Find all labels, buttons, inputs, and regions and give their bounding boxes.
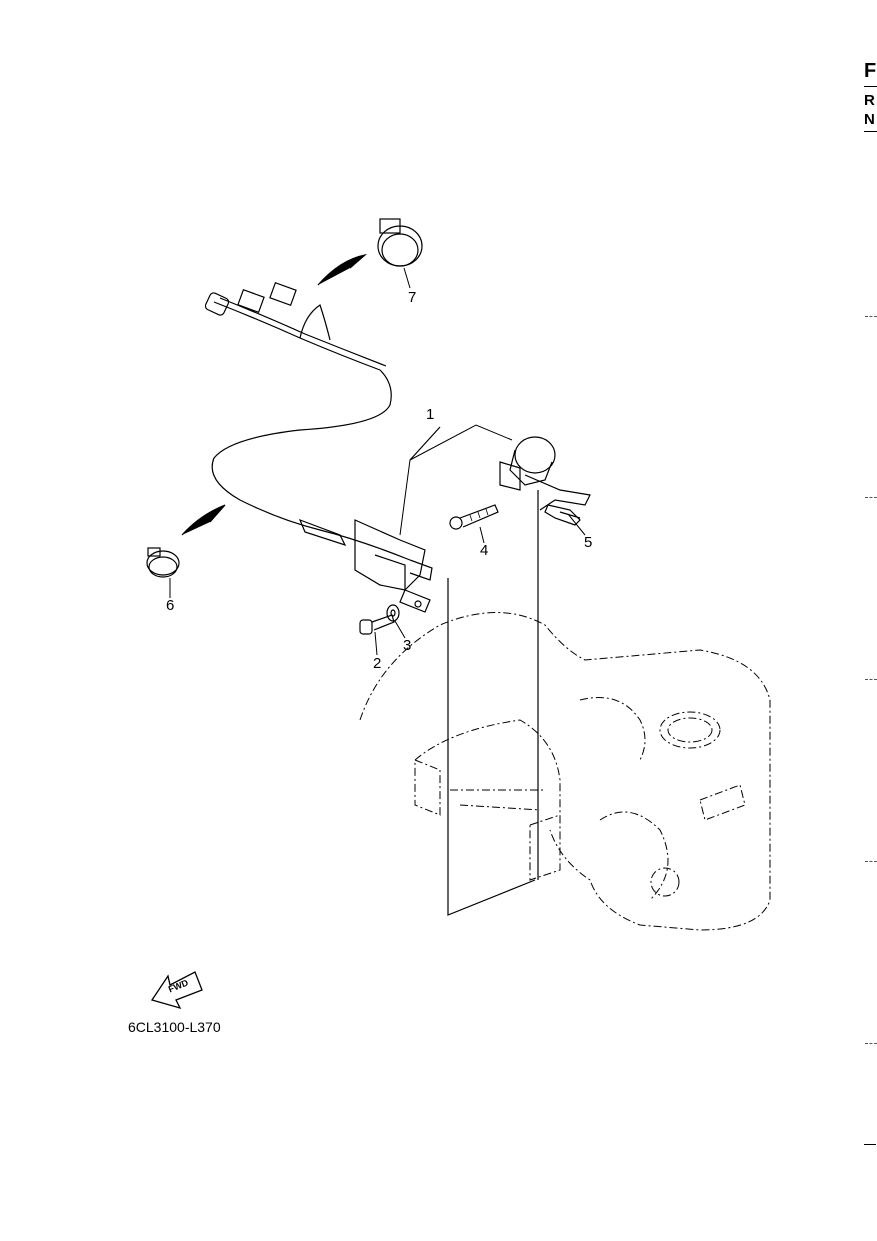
edge-letter-r: R: [864, 92, 875, 109]
clamp-7: [377, 218, 423, 267]
wire-harness: [204, 281, 411, 561]
edge-letter-f: F: [864, 60, 877, 82]
edge-tick: [865, 497, 877, 498]
fwd-arrow: [150, 971, 203, 1010]
edge-tick: [865, 679, 877, 680]
edge-tick: [865, 861, 877, 862]
edge-rule: [864, 131, 877, 132]
bracket-5: [544, 504, 581, 526]
callout-2: 2: [373, 655, 382, 672]
washer-3: [386, 604, 400, 622]
sensor-cam: [499, 436, 591, 511]
arrow-to-clamp-7: [317, 253, 368, 286]
callout-7: 7: [408, 289, 417, 306]
drawing-code: 6CL3100-L370: [128, 1019, 221, 1035]
arrow-to-clamp-6: [181, 504, 226, 536]
edge-rule: [864, 1144, 876, 1145]
callout-1-leader-left: [409, 426, 441, 461]
edge-letter-n: N: [864, 111, 875, 128]
screw-2: [359, 614, 395, 635]
callout-1: 1: [426, 406, 435, 423]
callout-6: 6: [166, 597, 175, 614]
bolt-4: [449, 504, 499, 530]
callout-4: 4: [480, 542, 489, 559]
callout-3: 3: [403, 637, 412, 654]
edge-tick: [865, 316, 877, 317]
callout-1-leader: [399, 424, 513, 536]
trim-sensor-assembly: [354, 519, 433, 613]
edge-tick: [865, 1043, 877, 1044]
callout-5: 5: [584, 534, 593, 551]
clamp-6: [146, 547, 180, 578]
alignment-guide: [447, 490, 539, 916]
edge-rule: [864, 86, 877, 87]
clamp-bracket-reference: [359, 612, 771, 931]
